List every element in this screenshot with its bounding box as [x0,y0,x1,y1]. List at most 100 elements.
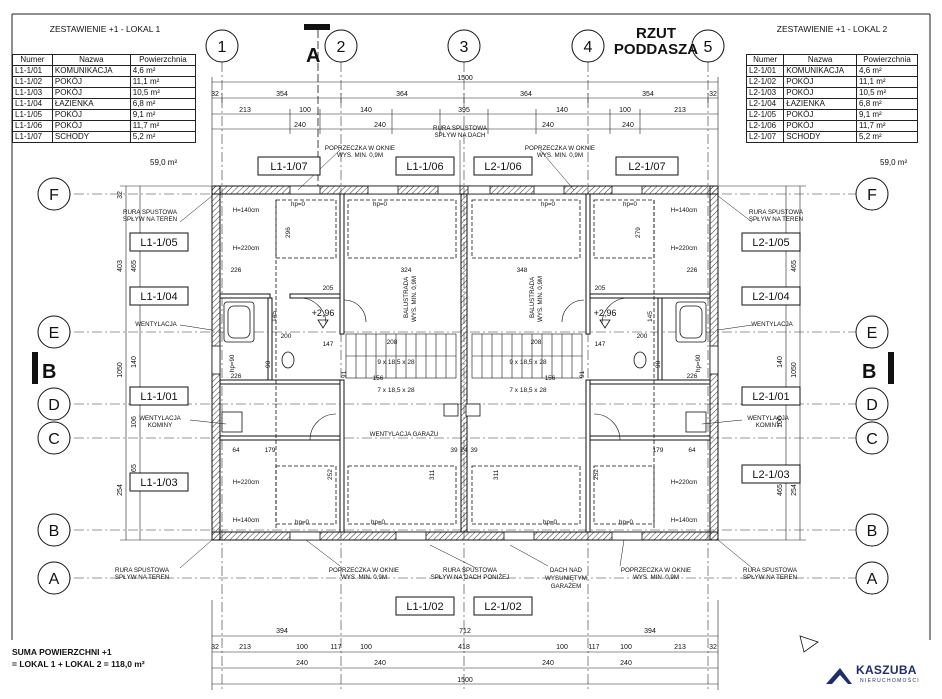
svg-text:SPŁYW NA TEREN: SPŁYW NA TEREN [749,216,803,223]
svg-text:240: 240 [620,660,632,667]
tag-l1-06: L1-1/06 [406,161,443,173]
svg-text:32: 32 [709,644,717,651]
axis-4: 4 [584,39,593,56]
axis-b-left: B [49,523,60,540]
svg-text:POPRZECZKA W OKNIE: POPRZECZKA W OKNIE [525,145,595,152]
vent-garage-2 [465,403,481,417]
svg-text:91: 91 [579,370,586,378]
axis-e-left: E [49,325,60,342]
level-right: +2,96 [594,308,617,318]
svg-text:100: 100 [296,644,308,651]
svg-text:hp=0: hp=0 [373,201,387,208]
svg-text:364: 364 [396,91,408,98]
leader-lines [179,140,753,569]
windows [211,185,719,541]
svg-text:POPRZECZKA W OKNIE: POPRZECZKA W OKNIE [325,145,395,152]
axis-d-left: D [48,397,60,414]
svg-text:354: 354 [276,91,288,98]
level-labels: +2,96 +2,96 [312,308,617,318]
svg-text:SPŁYW NA TEREN: SPŁYW NA TEREN [743,574,797,581]
svg-text:100: 100 [299,107,311,114]
svg-text:KOMINY: KOMINY [148,422,172,429]
svg-text:147: 147 [595,341,606,348]
drawing-title-line1: RZUT [636,25,676,42]
svg-text:296: 296 [285,227,292,238]
svg-text:KOMINY: KOMINY [756,422,780,429]
svg-text:RURA SPUSTOWA: RURA SPUSTOWA [433,125,488,132]
tag-l1-07: L1-1/07 [270,161,307,173]
svg-text:RURA SPUSTOWA: RURA SPUSTOWA [743,567,798,574]
svg-text:200: 200 [637,333,648,340]
svg-text:BALUSTRADA: BALUSTRADA [529,276,536,318]
svg-text:hp=0: hp=0 [623,201,637,208]
dim-total-bottom: 1500 [457,677,473,684]
axis-f-right: F [867,187,877,204]
company-logo: KASZUBA NIERUCHOMOŚCI [822,661,932,691]
svg-text:354: 354 [642,91,654,98]
svg-text:64: 64 [232,447,240,454]
tag-l1-04: L1-1/04 [140,291,177,303]
svg-text:145: 145 [271,311,278,322]
svg-text:hp=0: hp=0 [291,201,305,208]
level-markers [317,319,611,329]
svg-text:226: 226 [231,373,242,380]
svg-text:179: 179 [265,447,276,454]
svg-text:SPŁYW NA TEREN: SPŁYW NA TEREN [115,574,169,581]
area-summary-line1: SUMA POWIERZCHNI +1 [12,647,112,657]
svg-text:WYSUNIĘTYM: WYSUNIĘTYM [545,575,587,582]
svg-text:100: 100 [556,644,568,651]
svg-text:H=140cm: H=140cm [671,517,698,524]
svg-text:POPRZECZKA W OKNIE: POPRZECZKA W OKNIE [329,567,399,574]
svg-text:SPŁYW NA TEREN: SPŁYW NA TEREN [123,216,177,223]
svg-text:252: 252 [593,469,600,480]
svg-text:147: 147 [323,341,334,348]
svg-text:226: 226 [687,373,698,380]
svg-text:hp=0: hp=0 [371,519,385,526]
axis-b-right: B [867,523,878,540]
svg-text:140: 140 [556,107,568,114]
svg-text:465: 465 [777,484,784,496]
svg-text:213: 213 [239,107,251,114]
svg-text:213: 213 [239,644,251,651]
svg-text:200: 200 [281,333,292,340]
logo-mark-icon [826,668,852,684]
svg-text:106: 106 [777,416,784,428]
svg-text:213: 213 [674,107,686,114]
tag-l2-03: L2-1/03 [752,469,789,481]
drawing-title-line2: PODDASZA [613,41,699,58]
svg-text:91: 91 [341,370,348,378]
svg-text:156: 156 [545,375,556,382]
svg-text:394: 394 [276,628,288,635]
svg-text:24: 24 [460,447,468,454]
svg-text:240: 240 [622,122,634,129]
svg-text:140: 140 [360,107,372,114]
svg-text:hp=0: hp=0 [619,519,633,526]
svg-text:395: 395 [458,107,470,114]
tag-l1-02: L1-1/02 [406,601,443,613]
section-markers [32,24,894,384]
svg-text:9 x 18,5 x 28: 9 x 18,5 x 28 [509,359,547,366]
svg-text:140: 140 [777,356,784,368]
tag-l1-01: L1-1/01 [140,391,177,403]
north-arrow-icon [799,635,819,653]
svg-text:1050: 1050 [117,362,124,378]
svg-text:32: 32 [211,91,219,98]
svg-text:179: 179 [653,447,664,454]
axis-e-right: E [867,325,878,342]
svg-text:117: 117 [588,644,599,651]
side-dimension-labels: 403 1050 254 465 140 106 465 32 465 1050… [117,191,798,496]
room-tag-labels: L1-1/07 L1-1/06 L2-1/06 L2-1/07 L1-1/05 … [140,161,789,613]
section-b-right: B [862,361,876,383]
svg-text:32: 32 [211,644,219,651]
svg-text:WENTYLACJA GARAŻU: WENTYLACJA GARAŻU [370,431,439,438]
svg-text:100: 100 [360,644,372,651]
svg-text:32: 32 [117,191,124,199]
svg-text:SPŁYW NA DACH PONIŻEJ: SPŁYW NA DACH PONIŻEJ [431,574,510,581]
axis-3: 3 [460,39,469,56]
